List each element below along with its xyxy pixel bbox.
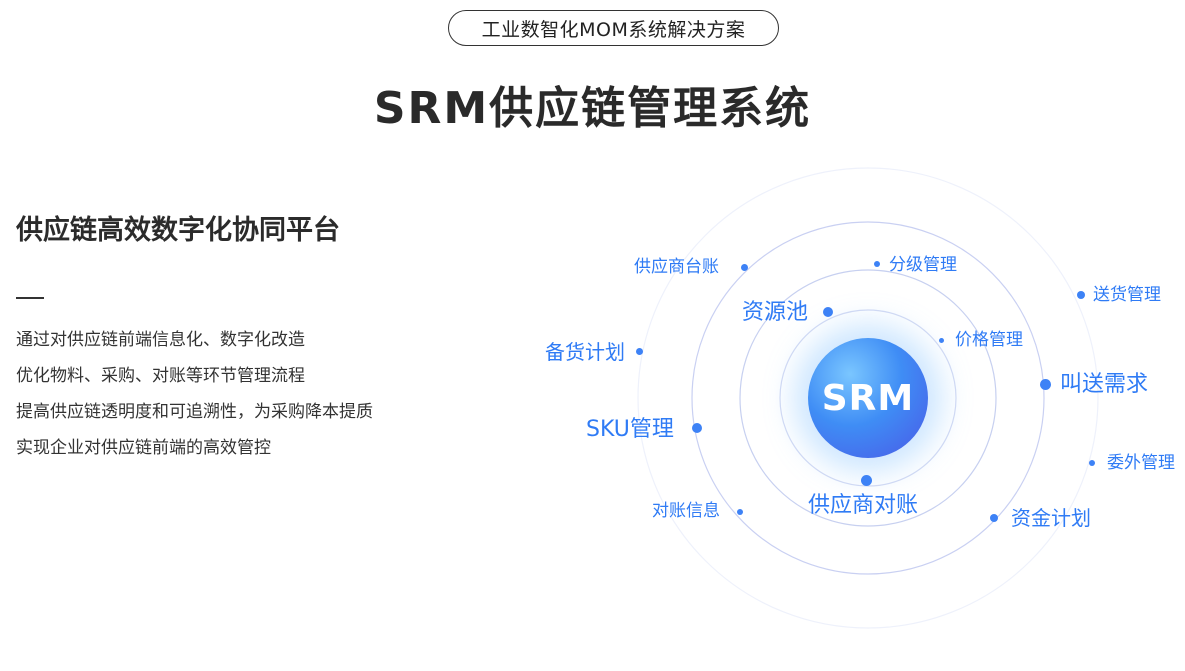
node-dot xyxy=(823,307,833,317)
node-supplier-ledger: 供应商台账 xyxy=(634,257,719,277)
feature-list: 通过对供应链前端信息化、数字化改造 优化物料、采购、对账等环节管理流程 提高供应… xyxy=(16,322,373,466)
node-dot xyxy=(692,423,702,433)
node-fund-plan: 资金计划 xyxy=(1011,506,1091,530)
node-price-mgmt: 价格管理 xyxy=(955,330,1023,350)
ring-2 xyxy=(739,269,997,527)
node-resource-pool: 资源池 xyxy=(742,300,809,325)
solution-badge-text: 工业数智化MOM系统解决方案 xyxy=(481,18,746,41)
node-grading: 分级管理 xyxy=(889,255,957,275)
solution-badge: 工业数智化MOM系统解决方案 xyxy=(448,10,779,46)
node-dot xyxy=(990,514,998,522)
srm-core-circle: SRM xyxy=(808,338,928,458)
node-dot xyxy=(636,348,643,355)
node-call-delivery: 叫送需求 xyxy=(1060,372,1149,397)
ring-3 xyxy=(691,221,1045,575)
node-dot xyxy=(1040,379,1051,390)
node-stock-plan: 备货计划 xyxy=(545,340,625,364)
outer-ring-faint xyxy=(637,167,1099,629)
feature-item: 通过对供应链前端信息化、数字化改造 xyxy=(16,330,305,350)
node-delivery-mgmt: 送货管理 xyxy=(1093,285,1161,305)
node-dot xyxy=(939,338,944,343)
node-sku-mgmt: SKU管理 xyxy=(586,417,674,442)
srm-core-label: SRM xyxy=(821,377,915,419)
node-dot xyxy=(861,475,872,486)
section-subtitle: 供应链高效数字化协同平台 xyxy=(16,215,340,246)
feature-item: 实现企业对供应链前端的高效管控 xyxy=(16,438,271,458)
subtitle-divider xyxy=(16,297,44,299)
node-outsource-mgmt: 委外管理 xyxy=(1107,453,1175,473)
feature-item: 提高供应链透明度和可追溯性，为采购降本提质 xyxy=(16,402,373,422)
node-dot xyxy=(874,261,880,267)
page-title: SRM供应链管理系统 xyxy=(373,83,812,134)
node-reconcile-info: 对账信息 xyxy=(652,501,720,521)
node-dot xyxy=(741,264,748,271)
node-supplier-reconcile: 供应商对账 xyxy=(808,493,919,518)
feature-item: 优化物料、采购、对账等环节管理流程 xyxy=(16,366,305,386)
node-dot xyxy=(737,509,743,515)
node-dot xyxy=(1089,460,1095,466)
node-dot xyxy=(1077,291,1085,299)
